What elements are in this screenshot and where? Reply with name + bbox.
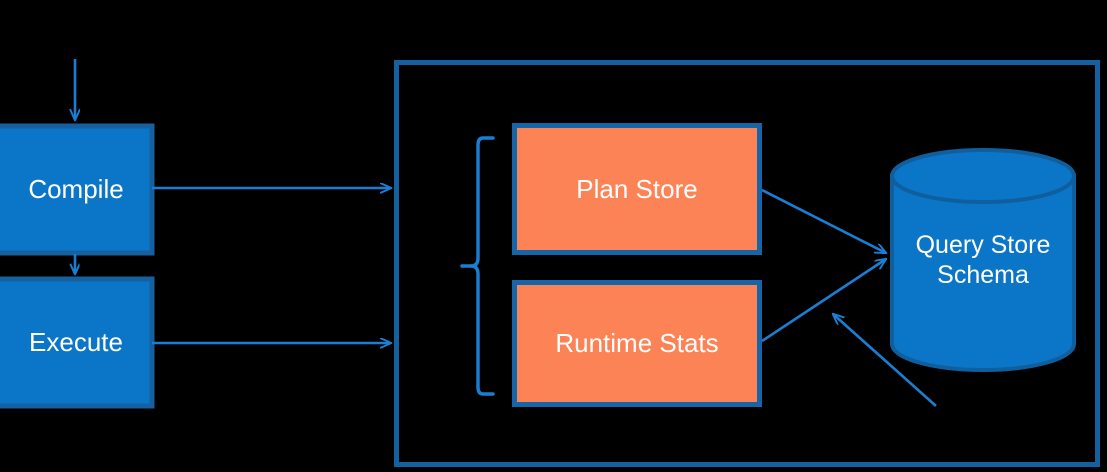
query-store-schema-cylinder[interactable] <box>890 148 1076 372</box>
connectors <box>75 59 937 407</box>
execute-box[interactable] <box>0 276 155 409</box>
runtime-stats-box[interactable] <box>512 280 762 407</box>
arrow-runtime-stats-to-schema <box>761 259 886 343</box>
compile-box[interactable] <box>0 123 155 256</box>
arrow-plan-store-to-schema <box>761 188 886 255</box>
grouping-bracket <box>460 136 495 396</box>
arrow-external-to-schema <box>833 314 937 407</box>
query-store-container <box>394 60 1100 467</box>
plan-store-box[interactable] <box>512 123 762 255</box>
